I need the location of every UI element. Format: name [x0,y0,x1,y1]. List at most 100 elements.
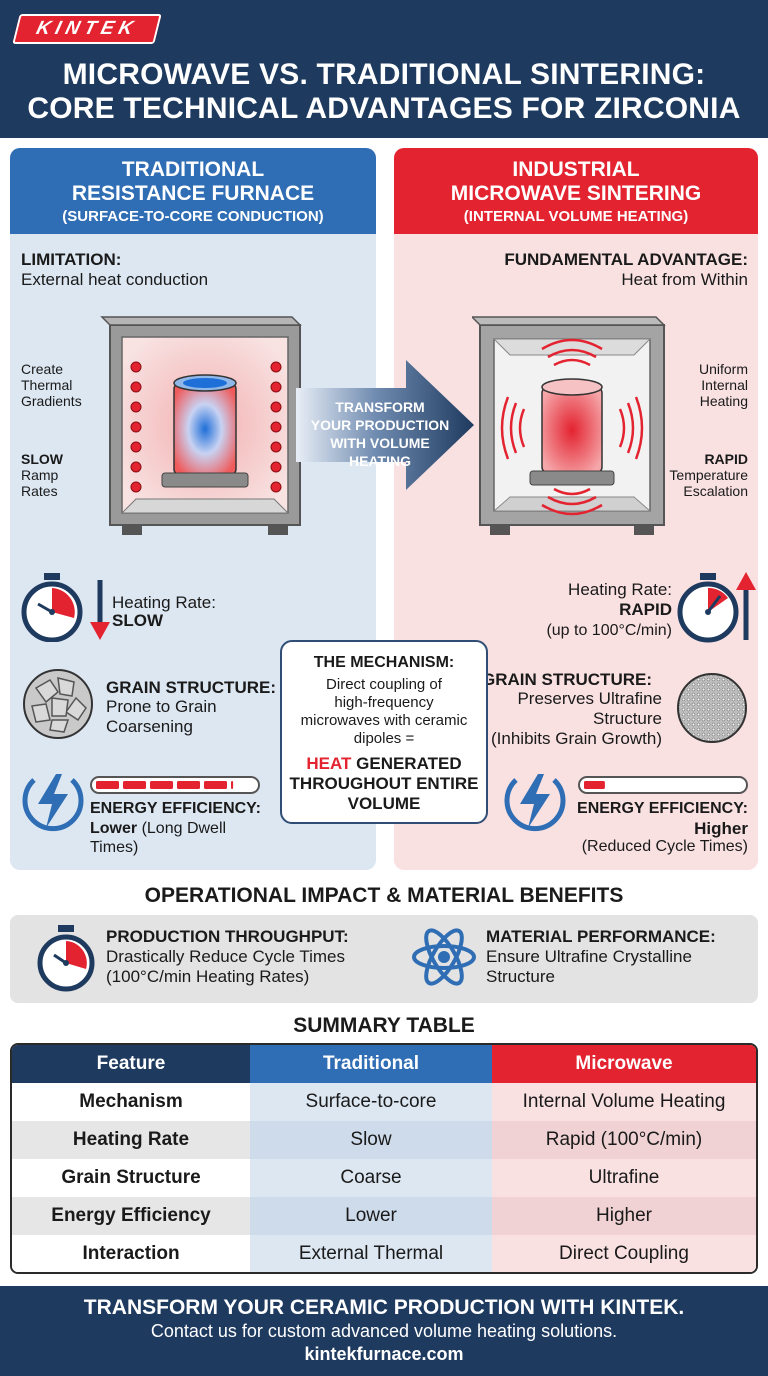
mechanism-result-3: VOLUME [347,794,421,813]
arrow-text-line: WITH VOLUME [330,435,430,451]
mechanism-line: microwaves with ceramic [300,712,468,729]
gradient-note: Create Thermal Gradients [21,361,82,409]
stopwatch-icon [37,925,95,992]
heating-rate-value: SLOW [112,611,163,630]
table-cell: External Thermal [250,1235,492,1272]
energy-bar-fill [96,781,234,789]
gradient-note-line: Create [21,361,64,377]
title-line-1: MICROWAVE VS. TRADITIONAL SINTERING: [62,58,706,91]
title-line-2: CORE TECHNICAL ADVANTAGES FOR ZIRCONIA [27,92,741,125]
energy-value: Higher [694,819,748,838]
operational-box: PRODUCTION THROUGHPUT: Drastically Reduc… [10,915,758,1003]
traditional-panel: TRADITIONAL RESISTANCE FURNACE (SURFACE-… [10,148,376,870]
performance-line: Ensure Ultrafine Crystalline [486,947,692,966]
table-cell: Rapid (100°C/min) [492,1121,756,1159]
energy-segment [204,781,227,789]
traditional-panel-header: TRADITIONAL RESISTANCE FURNACE (SURFACE-… [10,148,376,234]
mechanism-line: Direct coupling of [326,676,442,693]
mechanism-result-1: GENERATED [351,754,462,773]
table-cell: Grain Structure [61,1167,201,1188]
transform-arrow [296,360,474,490]
page-title: MICROWAVE VS. TRADITIONAL SINTERING: COR… [0,58,768,126]
table-header-row: Feature Traditional Microwave [12,1045,756,1083]
slow-ramp-line: Rates [21,483,58,499]
header-banner: KINTEK MICROWAVE VS. TRADITIONAL SINTERI… [0,0,768,138]
energy-segment [231,781,234,789]
arrow-text-line: HEATING [349,453,411,469]
microwave-panel-header: INDUSTRIAL MICROWAVE SINTERING (INTERNAL… [394,148,758,234]
energy-bar-fill [584,781,605,789]
mechanism-result-2: THROUGHOUT ENTIRE [289,774,479,793]
uniform-note-line: Heating [699,393,748,409]
grain-text-line: Preserves Ultrafine [517,689,662,708]
slow-ramp-bold: SLOW [21,451,63,467]
traditional-heading-1: TRADITIONAL [121,158,265,181]
energy-bar [578,776,748,794]
heating-rate-label: Heating Rate: [112,593,216,612]
energy-label: ENERGY EFFICIENCY: [577,800,748,817]
grain-text-line: Structure [593,709,662,728]
table-cell: Ultrafine [492,1159,756,1197]
footer-website-link[interactable]: kintekfurnace.com [304,1344,464,1364]
energy-segment [150,781,173,789]
transform-arrow-text: TRANSFORM YOUR PRODUCTION WITH VOLUME HE… [300,398,460,470]
grain-text-line: (Inhibits Grain Growth) [491,729,662,748]
lightning-bolt-icon [22,774,84,831]
gradient-note-line: Thermal [21,377,73,393]
advantage-label: FUNDAMENTAL ADVANTAGE: [504,250,748,269]
table-cell: Energy Efficiency [51,1205,211,1226]
performance-text: Ensure Ultrafine Crystalline Structure [486,947,692,987]
footer-headline: TRANSFORM YOUR CERAMIC PRODUCTION WITH K… [83,1296,685,1319]
energy-value: Lower [90,820,138,837]
furnace-icon [100,316,302,535]
heat-word: HEAT [306,754,352,773]
grain-text-line: Coarsening [106,717,193,736]
table-header-cell: Microwave [492,1045,756,1083]
logo-text: KINTEK [34,18,141,39]
heating-rate-value: RAPID [619,600,672,619]
uniform-note-line: Uniform [698,361,748,377]
performance-line: Structure [486,967,555,986]
table-header-cell: Traditional [250,1045,492,1083]
table-cell: Lower [250,1197,492,1235]
mechanism-text: Direct coupling of high-frequency microw… [282,676,486,748]
table-row: Mechanism Surface-to-core Internal Volum… [12,1083,756,1121]
summary-title: SUMMARY TABLE [293,1014,475,1037]
energy-text: Lower (Long Dwell Times) [90,819,226,857]
energy-note: (Long Dwell [137,820,227,837]
energy-note-2: Times) [90,839,139,856]
summary-table: Feature Traditional Microwave Mechanism … [10,1043,758,1274]
throughput-line: Drastically Reduce Cycle Times [106,947,346,966]
throughput-text: Drastically Reduce Cycle Times (100°C/mi… [106,947,345,987]
mechanism-result: HEAT GENERATED THROUGHOUT ENTIRE VOLUME [282,754,486,814]
mechanism-box: THE MECHANISM: Direct coupling of high-f… [280,640,488,824]
limitation-text: External heat conduction [21,270,209,289]
energy-segment [96,781,119,789]
footer-banner: TRANSFORM YOUR CERAMIC PRODUCTION WITH K… [0,1286,768,1376]
table-cell: Mechanism [79,1091,183,1112]
microwave-heading-1: INDUSTRIAL [512,158,640,181]
table-cell: Coarse [250,1159,492,1197]
gradient-note-line: Gradients [21,393,82,409]
energy-note: (Reduced Cycle Times) [581,838,748,855]
grain-text: Preserves Ultrafine Structure (Inhibits … [491,689,662,749]
kintek-logo[interactable]: KINTEK [12,14,162,44]
mechanism-line: dipoles = [353,730,415,747]
table-row: Energy Efficiency Lower Higher [12,1197,756,1235]
coarse-grain-icon [23,669,93,739]
stopwatch-icon [21,573,110,642]
grain-label: GRAIN STRUCTURE: [106,678,276,697]
table-cell: Interaction [82,1243,180,1264]
microwave-heading-2: MICROWAVE SINTERING [450,182,702,205]
energy-bar [90,776,260,794]
energy-segment [123,781,146,789]
table-cell: Internal Volume Heating [492,1083,756,1121]
traditional-heading-2: RESISTANCE FURNACE [71,182,315,205]
heating-rate-note: (up to 100°C/min) [546,622,672,639]
throughput-line: (100°C/min Heating Rates) [106,967,310,986]
lightning-bolt-icon [504,774,566,831]
table-cell: Direct Coupling [492,1235,756,1272]
fine-grain-icon [677,673,747,743]
table-cell: Higher [492,1197,756,1235]
table-row: Grain Structure Coarse Ultrafine [12,1159,756,1197]
